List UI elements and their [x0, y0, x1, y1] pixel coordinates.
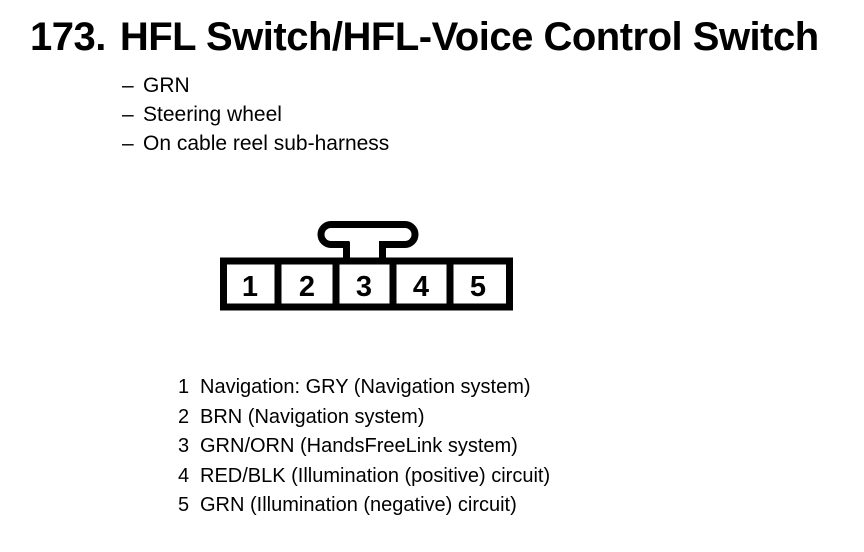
pin-list: 1 Navigation: GRY (Navigation system) 2 … [178, 373, 550, 521]
pin-row: 1 Navigation: GRY (Navigation system) [178, 373, 550, 403]
pin-row: 5 GRN (Illumination (negative) circuit) [178, 491, 550, 521]
cavity-number: 4 [413, 271, 429, 303]
pin-description: Navigation: GRY (Navigation system) [200, 376, 531, 398]
pin-row: 4 RED/BLK (Illumination (positive) circu… [178, 462, 550, 492]
pin-number: 5 [178, 494, 190, 516]
pin-description: BRN (Navigation system) [200, 405, 425, 428]
cavity-number: 5 [470, 271, 486, 303]
pin-description: GRN (Illumination (negative) circuit) [200, 494, 517, 516]
connector-body [220, 257, 513, 311]
pin-description: RED/BLK (Illumination (positive) circuit… [200, 464, 551, 487]
latch-stem-fill [349, 238, 379, 259]
connector-notes: – GRN – Steering wheel – On cable reel s… [122, 71, 389, 158]
connector-diagram: 1 2 3 4 5 [220, 221, 513, 311]
figure-title: HFL Switch/HFL-Voice Control Switch [119, 15, 819, 59]
dash-bullet: – [122, 74, 134, 97]
cavity-number: 2 [299, 271, 315, 303]
pin-number: 1 [178, 376, 190, 398]
figure-number: 173. [30, 15, 106, 59]
note-text: On cable reel sub-harness [143, 132, 390, 155]
pin-row: 3 GRN/ORN (HandsFreeLink system) [178, 432, 550, 462]
cavity-number: 3 [356, 271, 372, 303]
note-item: – GRN [122, 71, 389, 100]
note-item: – On cable reel sub-harness [122, 129, 389, 158]
pin-number: 3 [178, 435, 190, 457]
pin-number: 2 [178, 405, 190, 428]
pin-number: 4 [178, 464, 190, 487]
cavity-number: 1 [242, 271, 258, 303]
pin-description: GRN/ORN (HandsFreeLink system) [200, 435, 518, 457]
note-text: GRN [143, 74, 190, 97]
dash-bullet: – [122, 103, 134, 126]
dash-bullet: – [122, 132, 134, 155]
note-text: Steering wheel [143, 103, 282, 126]
note-item: – Steering wheel [122, 100, 389, 129]
figure-header: 173. HFL Switch/HFL-Voice Control Switch [30, 17, 819, 57]
pin-row: 2 BRN (Navigation system) [178, 403, 550, 433]
